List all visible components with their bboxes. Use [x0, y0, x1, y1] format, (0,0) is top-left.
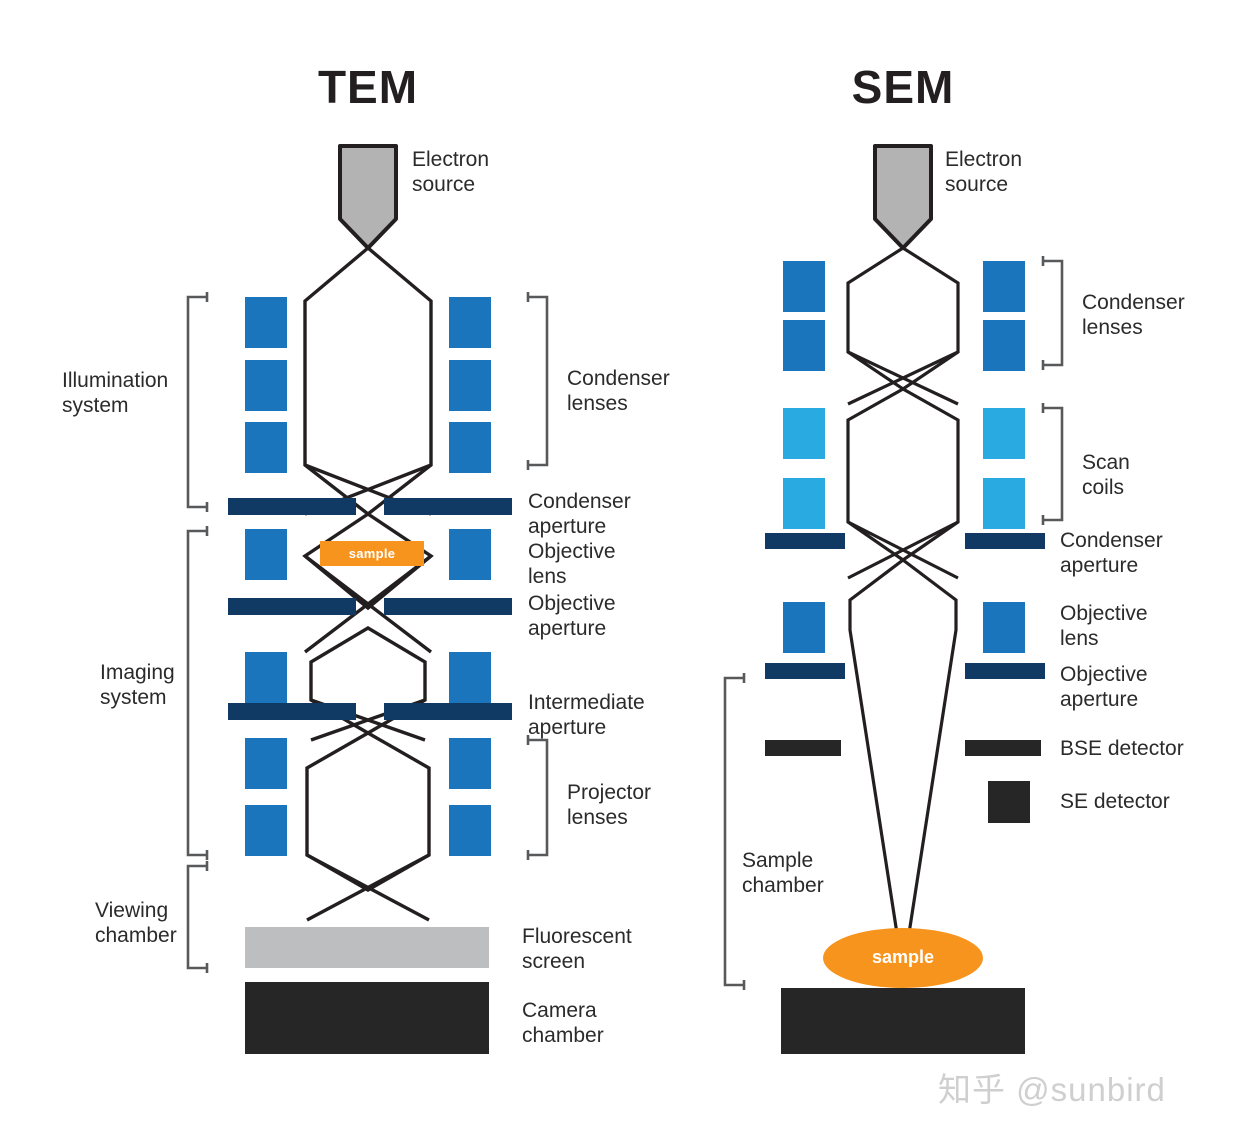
- tem-sample-chip-label: sample: [348, 546, 396, 561]
- sem-label-sample-chamber: Sample chamber: [742, 849, 824, 897]
- sem-label-scan-coils: Scan coils: [1082, 451, 1130, 499]
- tem-label-fluorescent-screen: Fluorescent screen: [522, 925, 632, 973]
- tem-projector-lens-r2: [449, 805, 491, 856]
- tem-condenser-aperture-r: [384, 498, 512, 515]
- tem-sample-chip: [320, 541, 424, 566]
- sem-objective-aperture-r: [965, 663, 1045, 679]
- sem-sample-oval: [823, 928, 983, 988]
- sem-label-bse-detector: BSE detector: [1060, 737, 1184, 760]
- sem-beam-seg-8: [902, 558, 958, 941]
- tem-objective-lens-l: [245, 529, 287, 580]
- sem-scan-coil-r2: [983, 478, 1025, 529]
- sem-condenser-lens-l2: [783, 320, 825, 371]
- tem-label-illumination-system: Illumination system: [62, 369, 169, 417]
- sem-bracket-sample-chamber: [723, 676, 744, 987]
- sem-objective-lens-l: [783, 602, 825, 653]
- tem-label-condenser-aperture: Condenser aperture: [528, 490, 631, 538]
- tem-bracket-viewing: [186, 864, 207, 970]
- tem-title: TEM: [317, 61, 419, 113]
- sem-electron-source-shape: [873, 144, 933, 250]
- sem-objective-lens-r: [983, 602, 1025, 653]
- sem-bracket-condenser-lenses: [1043, 259, 1064, 367]
- sem-label-condenser-aperture: Condenser aperture: [1060, 529, 1163, 577]
- sem-label-condenser-lenses: Condenser lenses: [1082, 291, 1185, 339]
- tem-beam-seg-12: [306, 853, 430, 922]
- sem-condenser-lens-r1: [983, 261, 1025, 312]
- tem-condenser-lens-r1: [449, 297, 491, 348]
- sem-beam-seg-3: [847, 350, 959, 406]
- tem-electron-source-shape: [338, 144, 398, 250]
- sem-stage-block: [781, 988, 1025, 1054]
- sem-sample-oval-label: sample: [871, 947, 935, 967]
- sem-label-se-detector: SE detector: [1060, 790, 1170, 813]
- tem-projector-lens-r1: [449, 738, 491, 789]
- watermark-text: 知乎 @sunbird: [938, 1071, 1166, 1108]
- tem-condenser-aperture-l: [228, 498, 356, 515]
- tem-intermediate-aperture-r: [384, 703, 512, 720]
- tem-fluorescent-screen: [245, 927, 489, 968]
- tem-label-viewing-chamber: Viewing chamber: [95, 899, 177, 947]
- sem-condenser-lens-r2: [983, 320, 1025, 371]
- sem-bracket-scan-coils: [1043, 406, 1064, 522]
- tem-condenser-lens-r3: [449, 422, 491, 473]
- tem-intermediate-lens-l: [245, 652, 287, 703]
- tem-label-objective-lens: Objective lens: [528, 540, 616, 588]
- sem-condenser-aperture-r: [965, 533, 1045, 549]
- tem-condenser-lens-l1: [245, 297, 287, 348]
- tem-projector-lens-l2: [245, 805, 287, 856]
- sem-beam-seg-6: [847, 520, 959, 580]
- sem-beam-seg-7: [848, 558, 904, 941]
- tem-electron-source-label: Electron source: [412, 148, 490, 196]
- sem-condenser-aperture-l: [765, 533, 845, 549]
- tem-camera-chamber: [245, 982, 489, 1054]
- tem-intermediate-aperture-l: [228, 703, 356, 720]
- sem-condenser-lens-l1: [783, 261, 825, 312]
- sem-beam-seg-1: [846, 246, 960, 391]
- sem-label-objective-aperture: Objective aperture: [1060, 663, 1148, 711]
- sem-label-objective-lens: Objective lens: [1060, 602, 1148, 650]
- sem-bse-detector-r: [965, 740, 1041, 756]
- tem-label-objective-aperture: Objective aperture: [528, 592, 616, 640]
- sem-beam-seg-4: [846, 387, 960, 562]
- tem-bracket-projector-lenses: [528, 738, 549, 857]
- tem-objective-aperture-l: [228, 598, 356, 615]
- tem-column-graphics: [186, 144, 549, 1054]
- tem-label-imaging-system: Imaging system: [100, 661, 175, 709]
- tem-label-projector-lenses: Projector lenses: [567, 781, 652, 829]
- tem-label-condenser-lenses: Condenser lenses: [567, 367, 670, 415]
- tem-label-intermediate-aperture: Intermediate aperture: [528, 691, 645, 739]
- tem-bracket-imaging: [186, 529, 207, 857]
- sem-bse-detector-l: [765, 740, 841, 756]
- sem-column-graphics: [723, 144, 1064, 1054]
- tem-condenser-lens-l2: [245, 360, 287, 411]
- tem-bracket-illumination: [186, 295, 207, 509]
- tem-bracket-condenser-lenses: [528, 295, 549, 467]
- tem-beam-seg-10: [305, 731, 431, 892]
- tem-label-camera-chamber: Camera chamber: [522, 999, 604, 1047]
- tem-condenser-lens-l3: [245, 422, 287, 473]
- tem-beam-seg-6: [303, 554, 433, 654]
- tem-objective-lens-r: [449, 529, 491, 580]
- tem-projector-lens-l1: [245, 738, 287, 789]
- sem-electron-source-label: Electron source: [945, 148, 1023, 196]
- sem-scan-coil-l2: [783, 478, 825, 529]
- sem-scan-coil-l1: [783, 408, 825, 459]
- sem-objective-aperture-l: [765, 663, 845, 679]
- sem-title: SEM: [851, 61, 955, 113]
- sem-scan-coil-r1: [983, 408, 1025, 459]
- tem-intermediate-lens-r: [449, 652, 491, 703]
- tem-objective-aperture-r: [384, 598, 512, 615]
- tem-condenser-lens-r2: [449, 360, 491, 411]
- sem-se-detector: [988, 781, 1030, 823]
